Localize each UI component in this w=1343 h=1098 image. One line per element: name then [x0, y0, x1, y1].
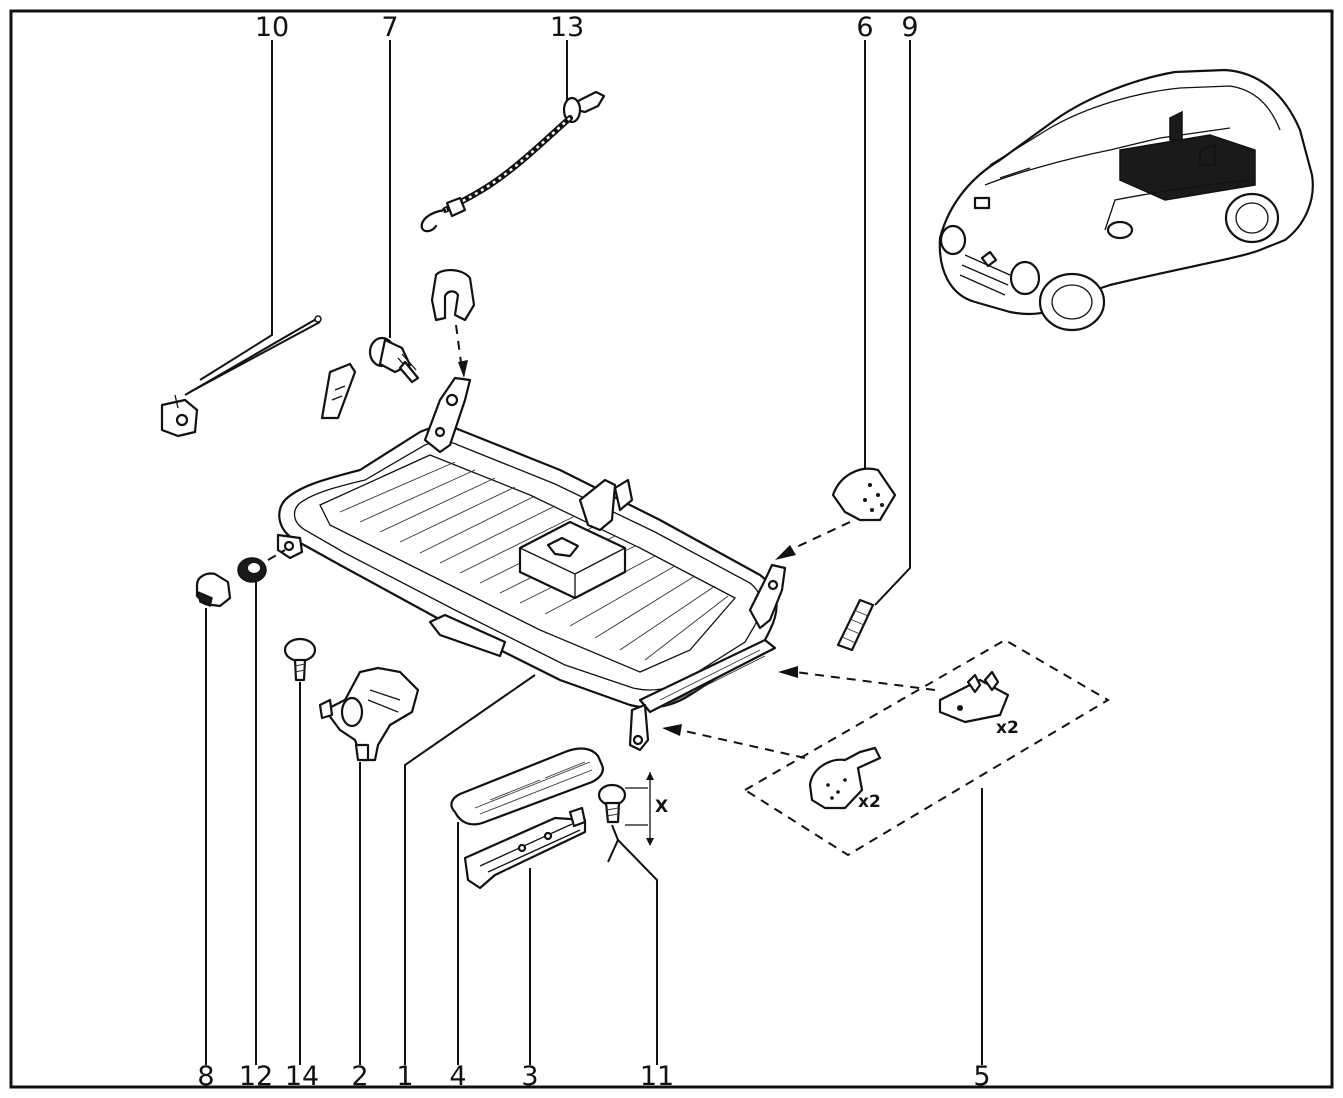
callout-9: 9 [901, 12, 918, 43]
quantity-label-upper: x2 [996, 718, 1019, 738]
dimension-label: X [655, 797, 668, 817]
car-rear-wheel [1224, 192, 1280, 244]
part-7-bolt [320, 336, 420, 420]
part-10-rod [160, 315, 322, 438]
part-5-kit: x2 x2 [662, 638, 1110, 857]
callout-1: 1 [396, 1061, 413, 1092]
callout-10: 10 [255, 12, 289, 43]
callout-14: 14 [285, 1061, 319, 1092]
callout-2: 2 [351, 1061, 368, 1092]
part-13-cable [420, 90, 606, 233]
part-11-bolt: X [597, 772, 668, 846]
callout-5: 5 [973, 1061, 990, 1092]
top-clip [430, 269, 476, 378]
car-front-wheel [1038, 272, 1106, 332]
callout-6: 6 [856, 12, 873, 43]
part-1-seat-frame [276, 376, 787, 752]
callout-3: 3 [521, 1061, 538, 1092]
part-3-rail [463, 806, 587, 890]
callout-8: 8 [197, 1061, 214, 1092]
part-6-bracket [775, 467, 897, 560]
callout-11: 11 [640, 1061, 674, 1092]
diagram-frame [9, 9, 1334, 1089]
callout-4: 4 [449, 1061, 466, 1092]
quantity-label-lower: x2 [858, 792, 881, 812]
callout-12: 12 [239, 1061, 273, 1092]
part-14-screw [283, 637, 317, 682]
part-12-washer [237, 549, 286, 583]
car-headlight-right [1009, 260, 1041, 296]
car-thumbnail [938, 68, 1314, 332]
car-headlight-left [939, 224, 967, 256]
part-2-actuator [318, 666, 420, 762]
callout-7: 7 [381, 12, 398, 43]
leader-lines [199, 40, 983, 1065]
part-4-cover [450, 747, 604, 826]
callout-numbers: 10 7 13 6 9 8 12 14 2 1 4 3 11 5 [197, 12, 990, 1092]
callout-13: 13 [550, 12, 584, 43]
part-8-nut [195, 572, 232, 608]
part-9-spring [836, 598, 875, 652]
